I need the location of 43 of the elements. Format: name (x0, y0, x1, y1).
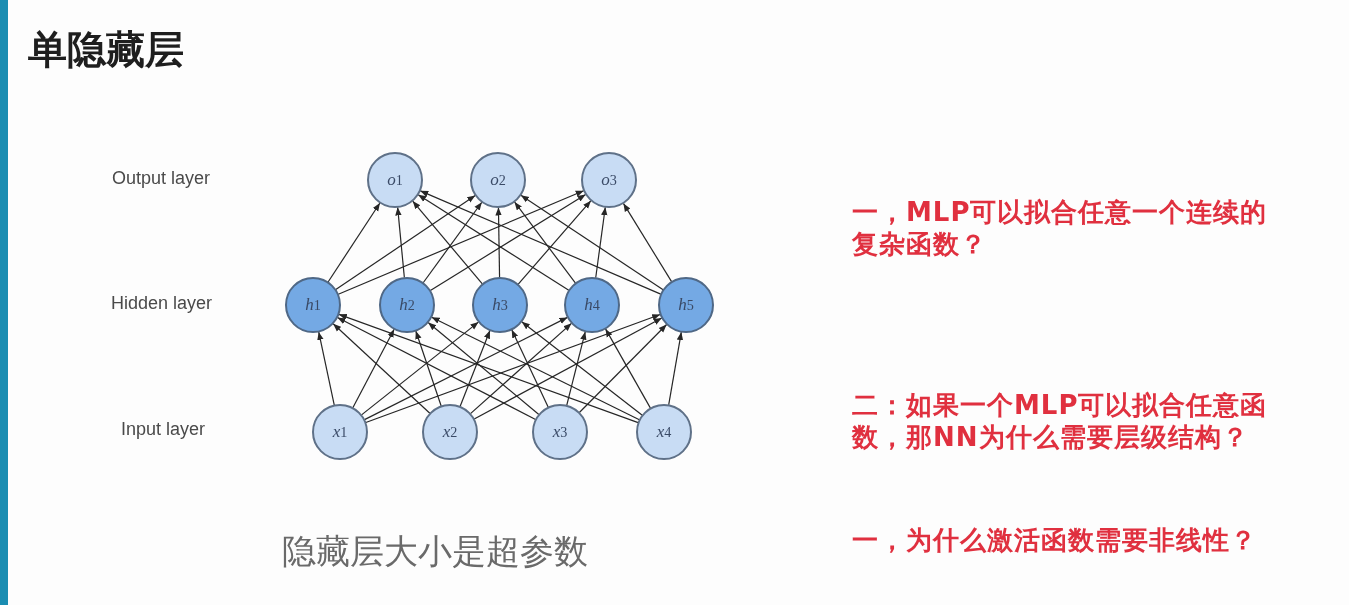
arrow (419, 190, 662, 295)
arrow (417, 194, 570, 291)
arrow (566, 331, 587, 406)
layer-label: Input layer (121, 419, 206, 440)
arrow (595, 206, 608, 279)
arrow (335, 194, 476, 291)
arrow (338, 313, 639, 424)
slide-title: 单隐藏层 (28, 26, 184, 74)
arrow (521, 321, 643, 416)
layer-label: Output layer (112, 168, 211, 189)
arrow (365, 313, 661, 424)
arrow (363, 316, 569, 421)
arrow (517, 200, 592, 285)
arrow (429, 193, 587, 292)
arrow (332, 323, 431, 414)
arrow (336, 316, 537, 421)
arrow (317, 331, 335, 406)
arrow (469, 322, 573, 415)
arrow (668, 331, 684, 406)
arrow (395, 206, 405, 279)
arrow (495, 206, 502, 279)
arrow (520, 194, 664, 291)
arrow (327, 202, 381, 283)
arrow (337, 190, 585, 295)
arrow (459, 330, 491, 407)
arrow (360, 321, 480, 416)
question-text: 一，MLP可以拟合任意一个连续的复杂函数？ (852, 196, 1269, 260)
arrow (473, 317, 663, 420)
arrow (412, 200, 483, 285)
arrow (422, 201, 483, 284)
question-text: 二：如果一个MLP可以拟合任意函数，那NN为什么需要层级结构？ (852, 389, 1269, 453)
question-text: 一，为什么激活函数需要非线性？ (852, 524, 1258, 556)
layer-label: Hidden layer (111, 293, 213, 314)
arrow (431, 316, 640, 421)
arrow (511, 329, 549, 408)
arrow (604, 328, 652, 409)
arrow (578, 323, 668, 414)
arrow (513, 201, 577, 284)
arrow (622, 202, 673, 283)
arrow (352, 328, 395, 409)
caption: 隐藏层大小是超参数 (282, 530, 588, 572)
arrow (427, 321, 540, 416)
arrow (415, 330, 442, 407)
